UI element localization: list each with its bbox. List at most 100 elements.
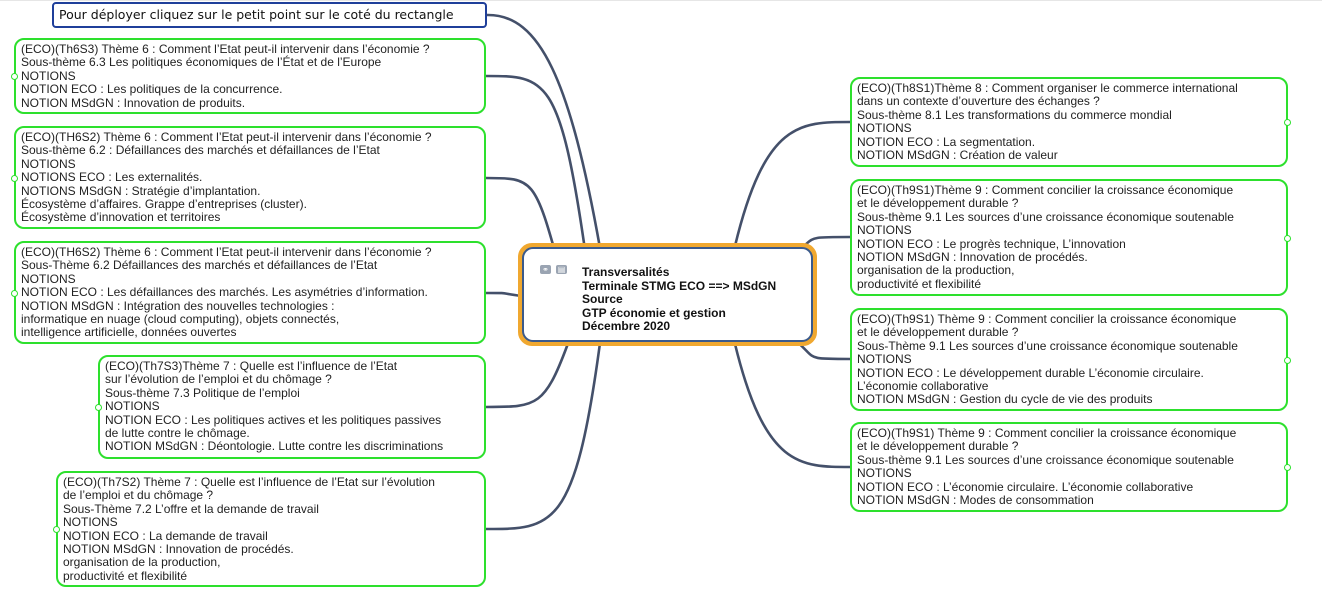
topic-line: Sous-thème 7.3 Politique de l’emploi xyxy=(105,385,300,400)
topic-line: NOTIONS MSdGN : Stratégie d’implantation… xyxy=(21,183,261,198)
topic-line: NOTIONS xyxy=(21,271,76,286)
topic-line: sur l’évolution de l’emploi et du chômag… xyxy=(105,372,332,387)
connector-left-0 xyxy=(484,74,587,252)
topic-line: NOTION MSdGN : Innovation de procédés. xyxy=(857,250,1088,265)
topic-line: (ECO)(TH6S2) Thème 6 : Comment l’Etat pe… xyxy=(21,245,432,259)
topic-line: Sous-Thème 6.2 Défaillances des marchés … xyxy=(21,258,378,273)
topic-line: productivité et flexibilité xyxy=(63,568,188,583)
topic-line: (ECO)(Th8S1)Thème 8 : Comment organiser … xyxy=(857,81,1238,95)
central-topic-line: Source xyxy=(582,292,623,307)
expand-dot-icon[interactable] xyxy=(11,73,18,80)
topic-line: NOTIONS xyxy=(21,68,76,83)
topic-line: NOTION MSdGN : Innovation de produits. xyxy=(21,95,246,110)
topic-line: organisation de la production, xyxy=(63,555,221,570)
connector-right-0 xyxy=(733,120,852,248)
topic-line: Sous-thème 8.1 Les transformations du co… xyxy=(857,107,1172,122)
topic-line: Écosystème d’innovation et territoires xyxy=(21,210,221,225)
link-icon[interactable]: ⚭ xyxy=(540,265,551,274)
expand-dot-icon[interactable] xyxy=(1284,119,1291,126)
topic-line: (ECO)(Th9S1) Thème 9 : Comment concilier… xyxy=(857,426,1237,440)
expand-dot-icon[interactable] xyxy=(11,174,18,182)
topic-line: NOTION ECO : Le progrès technique, L’inn… xyxy=(857,236,1126,251)
central-topic-line: GTP économie et gestion xyxy=(582,305,726,320)
topic-line: NOTIONS xyxy=(63,515,118,530)
topic-node-th9s1c[interactable]: (ECO)(Th9S1) Thème 9 : Comment concilier… xyxy=(850,422,1288,512)
topic-line: informatique en nuage (cloud computing),… xyxy=(21,312,340,327)
topic-node-th7s2[interactable]: (ECO)(Th7S2) Thème 7 : Quelle est l’infl… xyxy=(56,471,486,587)
expand-dot-icon[interactable] xyxy=(11,289,18,297)
topic-line: (ECO)(Th9S1)Thème 9 : Comment concilier … xyxy=(857,183,1234,197)
topic-line: productivité et flexibilité xyxy=(857,276,982,291)
connector-hint xyxy=(485,13,602,250)
topic-line: NOTION ECO : La demande de travail xyxy=(63,528,268,543)
topic-line: de lutte contre le chômage. xyxy=(105,426,250,441)
topic-line: NOTION ECO : Le développement durable L’… xyxy=(857,365,1204,380)
topic-line: L’économie collaborative xyxy=(857,379,989,394)
topic-line: NOTION ECO : La segmentation. xyxy=(857,134,1036,149)
expand-dot-icon[interactable] xyxy=(1284,356,1291,364)
topic-line: NOTIONS xyxy=(857,352,912,367)
topic-line: de l’emploi et du chômage ? xyxy=(63,488,214,503)
topic-line: (ECO)(Th7S2) Thème 7 : Quelle est l’infl… xyxy=(63,475,435,489)
topic-line: intelligence artificielle, données ouver… xyxy=(21,325,237,340)
topic-line: NOTION ECO : L’économie circulaire. L’éc… xyxy=(857,479,1194,494)
topic-line: NOTION ECO : Les politiques de la concur… xyxy=(21,82,283,97)
topic-node-th7s3[interactable]: (ECO)(Th7S3)Thème 7 : Quelle est l’influ… xyxy=(98,355,486,459)
topic-line: NOTIONS xyxy=(857,223,912,238)
topic-line: NOTIONS xyxy=(857,466,912,481)
connector-left-1 xyxy=(484,176,562,272)
topic-line: NOTION ECO : Les politiques actives et l… xyxy=(105,412,442,427)
topic-line: Sous-thème 6.3 Les politiques économique… xyxy=(21,55,382,70)
topic-line: Écosystème d’affaires. Grappe d’entrepri… xyxy=(21,197,307,212)
topic-line: NOTIONS xyxy=(105,399,160,414)
top-divider xyxy=(0,0,1322,1)
connector-left-3 xyxy=(484,336,572,409)
topic-line: et le développement durable ? xyxy=(857,196,1019,211)
expand-dot-icon[interactable] xyxy=(1284,234,1291,242)
topic-node-th6s2a[interactable]: (ECO)(TH6S2) Thème 6 : Comment l’Etat pe… xyxy=(14,126,486,229)
topic-line: NOTION ECO : Les défaillances des marché… xyxy=(21,285,428,300)
connector-right-3 xyxy=(733,342,852,469)
topic-line: Sous-thème 9.1 Les sources d’une croissa… xyxy=(857,209,1234,224)
topic-line: NOTION MSdGN : Déontologie. Lutte contre… xyxy=(105,439,444,454)
central-topic-line: Décembre 2020 xyxy=(582,319,671,334)
topic-line: et le développement durable ? xyxy=(857,439,1019,454)
central-topic-line: Terminale STMG ECO ==> MSdGN xyxy=(582,278,777,293)
expand-dot-icon[interactable] xyxy=(53,526,60,533)
topic-node-th6s2b[interactable]: (ECO)(TH6S2) Thème 6 : Comment l’Etat pe… xyxy=(14,241,486,344)
expand-dot-icon[interactable] xyxy=(1284,464,1291,471)
topic-line: NOTIONS ECO : Les externalités. xyxy=(21,170,203,185)
topic-line: NOTION MSdGN : Intégration des nouvelles… xyxy=(21,298,335,313)
topic-line: (ECO)(Th6S3) Thème 6 : Comment l’Etat pe… xyxy=(21,42,430,56)
topic-line: Sous-Thème 7.2 L’offre et la demande de … xyxy=(63,501,319,516)
topic-node-th9s1a[interactable]: (ECO)(Th9S1)Thème 9 : Comment concilier … xyxy=(850,179,1288,296)
topic-node-th8s1[interactable]: (ECO)(Th8S1)Thème 8 : Comment organiser … xyxy=(850,77,1288,167)
topic-line: Sous-Thème 9.1 Les sources d’une croissa… xyxy=(857,338,1238,353)
topic-line: NOTION MSdGN : Modes de consommation xyxy=(857,493,1094,508)
topic-line: et le développement durable ? xyxy=(857,325,1019,340)
topic-line: Sous-thème 6.2 : Défaillances des marché… xyxy=(21,143,380,158)
connector-left-4 xyxy=(484,341,602,531)
topic-line: NOTION MSdGN : Gestion du cycle de vie d… xyxy=(857,392,1153,407)
topic-line: NOTIONS xyxy=(21,156,76,171)
topic-line: Sous-thème 9.1 Les sources d’une croissa… xyxy=(857,452,1234,467)
note-icon[interactable]: ▤ xyxy=(556,265,567,274)
topic-line: NOTION MSdGN : Création de valeur xyxy=(857,148,1058,163)
instruction-banner: Pour déployer cliquez sur le petit point… xyxy=(52,2,487,28)
expand-dot-icon[interactable] xyxy=(95,404,102,411)
connector-left-2 xyxy=(484,291,524,298)
topic-line: organisation de la production, xyxy=(857,263,1015,278)
topic-node-th6s3[interactable]: (ECO)(Th6S3) Thème 6 : Comment l’Etat pe… xyxy=(14,38,486,114)
topic-node-th9s1b[interactable]: (ECO)(Th9S1) Thème 9 : Comment concilier… xyxy=(850,308,1288,411)
topic-line: (ECO)(Th9S1) Thème 9 : Comment concilier… xyxy=(857,312,1237,326)
topic-line: (ECO)(TH6S2) Thème 6 : Comment l’Etat pe… xyxy=(21,130,432,144)
topic-line: NOTION MSdGN : Innovation de procédés. xyxy=(63,542,294,557)
topic-line: dans un contexte d’ouverture des échange… xyxy=(857,94,1100,109)
topic-line: (ECO)(Th7S3)Thème 7 : Quelle est l’influ… xyxy=(105,359,398,373)
central-topic-line: Transversalités xyxy=(582,265,670,279)
topic-line: NOTIONS xyxy=(857,121,912,136)
